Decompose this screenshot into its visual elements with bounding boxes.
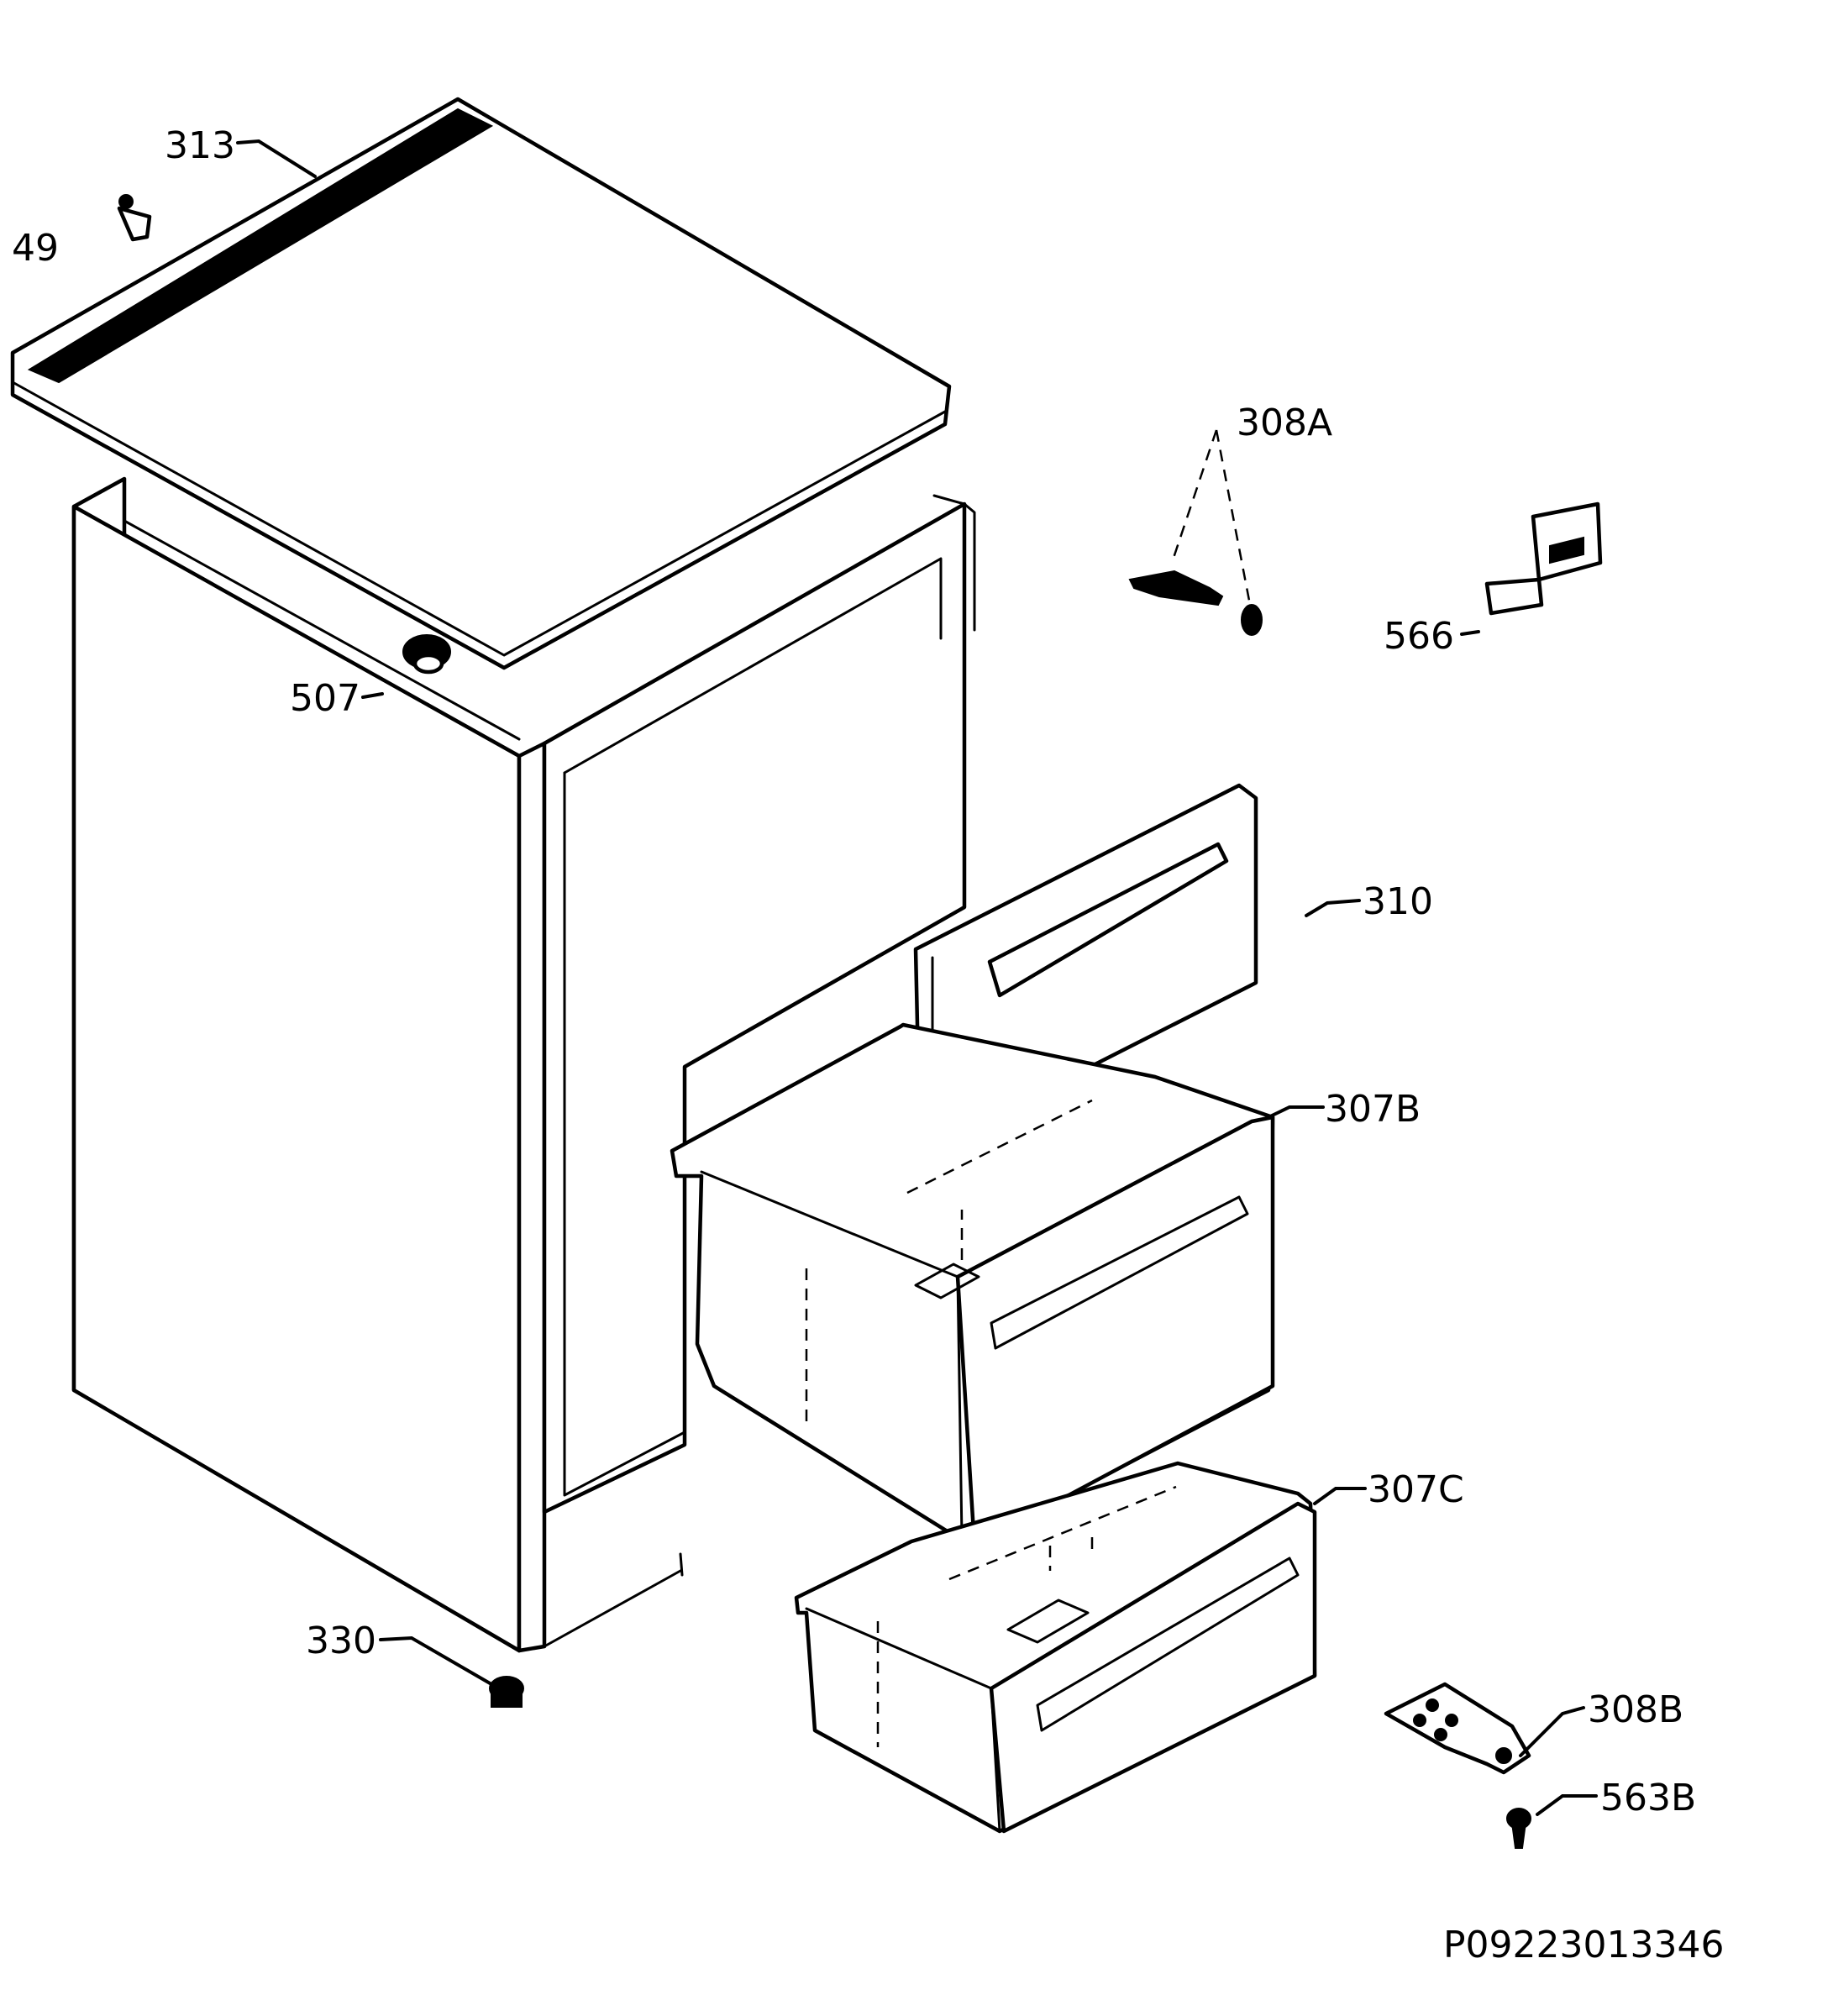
frame-corner — [932, 494, 976, 632]
hinge-308A-axis-2 — [1215, 429, 1252, 606]
callout-49: 49 — [12, 227, 59, 270]
hinge-308B-hole-2 — [1413, 1714, 1426, 1727]
plug-507 — [402, 634, 451, 675]
screw-49-head — [118, 194, 134, 209]
drawer-307B-handle — [990, 1195, 1249, 1350]
foot-330-body — [491, 1688, 523, 1708]
hinge-308A-plate — [1128, 570, 1224, 606]
hinge-308A-axis-1 — [1170, 429, 1218, 564]
leader-310 — [1305, 899, 1361, 917]
callout-313: 313 — [165, 124, 235, 167]
callout-307C: 307C — [1368, 1468, 1464, 1511]
screw-49-body — [117, 206, 152, 242]
door-seal-upper — [563, 557, 943, 774]
latch-566-slot — [1549, 536, 1584, 564]
drawer-307B-divider — [914, 1263, 980, 1299]
callout-308B: 308B — [1588, 1688, 1683, 1731]
latch-566-tongue — [1484, 577, 1544, 616]
screw-49 — [117, 194, 152, 242]
hinge-308B-hole-4 — [1434, 1728, 1447, 1741]
leader-lines — [236, 139, 1598, 1816]
cabinet-top-rim — [72, 477, 126, 508]
leader-330 — [379, 1635, 493, 1686]
leader-307B — [1267, 1105, 1325, 1119]
callout-310: 310 — [1363, 880, 1433, 923]
hinge-308B — [1384, 1682, 1531, 1775]
door-seal-left — [563, 771, 686, 1497]
cabinet-body — [71, 476, 976, 1653]
cabinet-top-line — [123, 519, 521, 741]
drawer-307C — [794, 1461, 1317, 1834]
hinge-308B-pin-hole — [1495, 1747, 1512, 1764]
foot-330 — [489, 1676, 524, 1708]
drawer-307B-front — [955, 1115, 1275, 1548]
hinge-308B-hole-1 — [1426, 1698, 1439, 1712]
hinge-308A — [1128, 429, 1263, 636]
callout-labels: 313 49 308A 566 507 310 307B 307C 330 30… — [12, 124, 1724, 1966]
drawer-307B — [670, 1022, 1275, 1548]
hinge-308B-hole-3 — [1445, 1714, 1458, 1727]
drawer-307B-hidden-lines — [805, 1099, 1093, 1428]
drawer-307C-hidden-lines — [876, 1485, 1177, 1747]
frame-bottom-tick — [679, 1552, 684, 1577]
top-cover — [10, 97, 952, 670]
drawer-307C-front — [989, 1501, 1317, 1834]
screw-563B — [1506, 1808, 1531, 1849]
leader-563B — [1536, 1794, 1598, 1816]
cabinet-front-edge — [517, 741, 547, 1653]
drawer-307C-handle — [1036, 1557, 1300, 1732]
hinge-308A-pin — [1241, 604, 1263, 636]
callout-308A: 308A — [1237, 402, 1332, 444]
plug-507-stem — [412, 653, 444, 675]
hinge-308B-plate — [1384, 1682, 1531, 1775]
callout-330: 330 — [306, 1620, 376, 1662]
flap-310-handle — [987, 842, 1229, 998]
top-cover-rear-strip — [27, 108, 494, 384]
top-cover-lower-edge — [11, 381, 947, 657]
callout-507: 507 — [290, 677, 360, 720]
screw-563B-shank — [1510, 1822, 1527, 1849]
leader-307C — [1313, 1487, 1367, 1505]
leader-507 — [361, 692, 384, 699]
frame-bottom — [543, 1510, 682, 1648]
callout-563B: 563B — [1600, 1777, 1696, 1819]
leader-566 — [1460, 630, 1480, 636]
leader-308B — [1519, 1706, 1585, 1757]
drawer-307C-divider — [1006, 1599, 1090, 1644]
callout-307B: 307B — [1325, 1088, 1421, 1131]
callout-566: 566 — [1384, 615, 1454, 658]
drawing-code: P09223013346 — [1443, 1924, 1724, 1966]
leader-313 — [236, 139, 317, 178]
latch-566 — [1484, 501, 1603, 616]
